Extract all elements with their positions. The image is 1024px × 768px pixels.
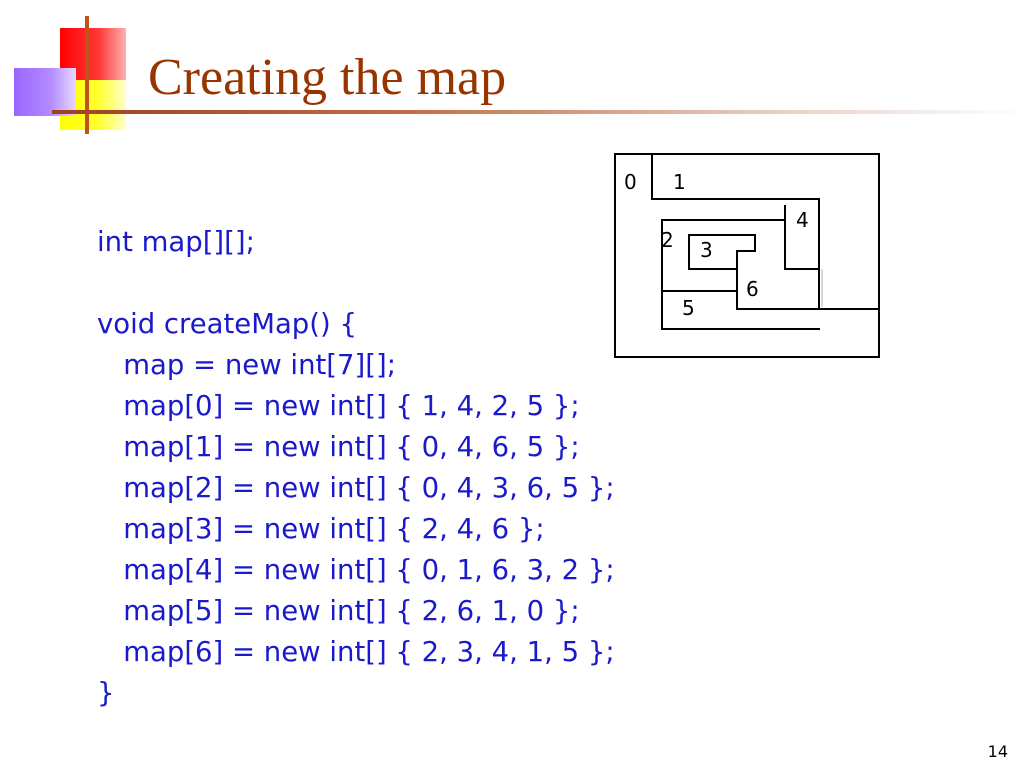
region-label-5: 5 <box>682 296 695 320</box>
region-2-outline <box>661 219 820 330</box>
region-0-outline <box>614 153 880 358</box>
slide-title: Creating the map <box>148 49 507 106</box>
code-line <box>97 263 615 304</box>
region-3-outline <box>688 234 738 270</box>
code-line: map = new int[7][]; <box>97 349 396 381</box>
code-line: map[3] = new int[] { 2, 4, 6 }; <box>97 513 545 545</box>
region-label-0: 0 <box>624 170 637 194</box>
map-diagram: 0 1 2 3 4 5 6 <box>614 153 880 358</box>
decor-purple-square <box>14 68 76 116</box>
region-label-1: 1 <box>673 170 686 194</box>
code-line: map[0] = new int[] { 1, 4, 2, 5 }; <box>97 390 580 422</box>
title-underline <box>52 110 1024 114</box>
region-6-outline <box>688 234 820 310</box>
code-line: map[4] = new int[] { 0, 1, 6, 3, 2 }; <box>97 554 615 586</box>
code-line: map[1] = new int[] { 0, 4, 6, 5 }; <box>97 431 580 463</box>
code-line: map[5] = new int[] { 2, 6, 1, 0 }; <box>97 595 580 627</box>
code-line: } <box>97 677 115 709</box>
code-block: int map[][]; void createMap() { map = ne… <box>97 222 615 714</box>
region-label-3: 3 <box>700 238 713 262</box>
decor-vertical-rule <box>85 16 89 134</box>
region-label-2: 2 <box>661 228 674 252</box>
page-number: 14 <box>987 742 1008 761</box>
region-1-outline <box>651 153 880 310</box>
region-4-outline <box>784 205 820 270</box>
code-line: map[2] = new int[] { 0, 4, 3, 6, 5 }; <box>97 472 615 504</box>
code-line: void createMap() { <box>97 308 357 340</box>
code-line: map[6] = new int[] { 2, 3, 4, 1, 5 }; <box>97 636 615 668</box>
code-line: int map[][]; <box>97 226 255 258</box>
region-label-6: 6 <box>746 277 759 301</box>
region-label-4: 4 <box>796 208 809 232</box>
